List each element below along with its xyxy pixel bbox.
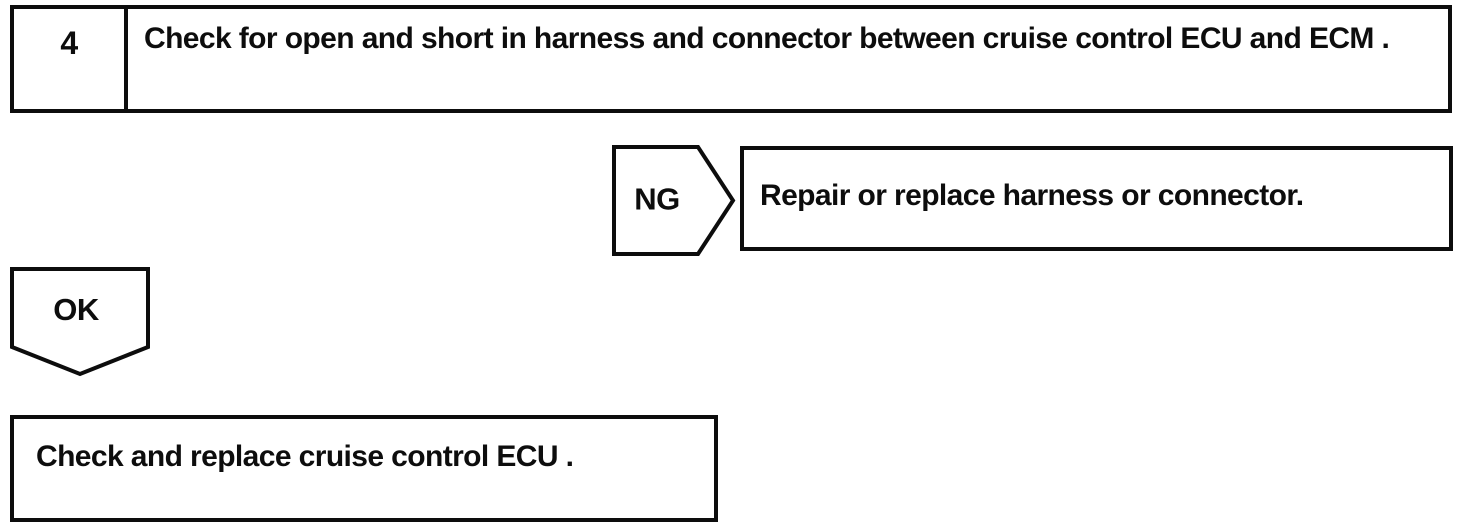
ok-connector: OK xyxy=(10,267,150,377)
step-box: 4 Check for open and short in harness an… xyxy=(10,5,1452,113)
step-instruction-text: Check for open and short in harness and … xyxy=(144,22,1390,55)
ng-action-box: Repair or replace harness or connector. xyxy=(740,146,1453,251)
step-number: 4 xyxy=(14,9,128,109)
ok-action-box: Check and replace cruise control ECU . xyxy=(10,415,718,522)
ng-pentagon-icon xyxy=(612,145,736,256)
ng-connector: NG xyxy=(612,145,736,256)
ok-pentagon-icon xyxy=(10,267,150,377)
ok-label: OK xyxy=(53,292,99,327)
ng-label: NG xyxy=(634,181,680,217)
ok-action-text: Check and replace cruise control ECU . xyxy=(36,439,574,473)
ng-action-text: Repair or replace harness or connector. xyxy=(760,178,1304,212)
